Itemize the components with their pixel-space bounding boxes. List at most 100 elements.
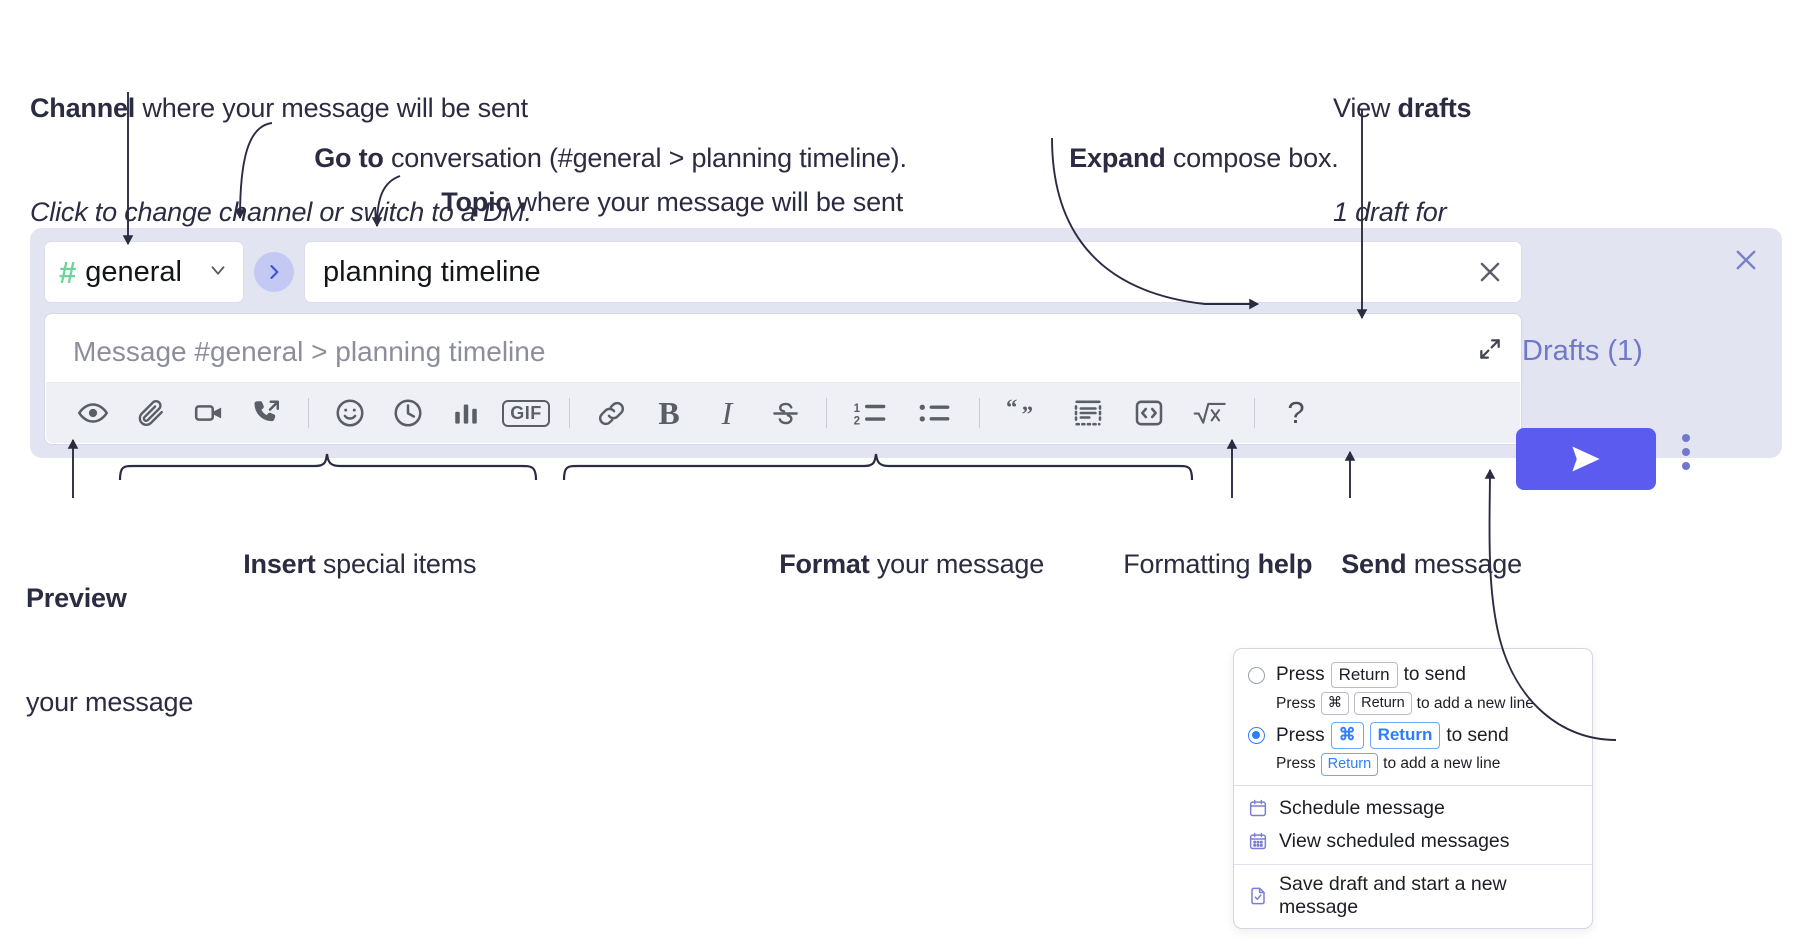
bulleted-list-icon[interactable] bbox=[903, 390, 967, 436]
bold-label: B bbox=[658, 394, 680, 431]
annotation-preview-bold: Preview bbox=[26, 583, 127, 614]
annotation-help-bold: help bbox=[1257, 548, 1313, 579]
menu-item-view-scheduled-messages[interactable]: View scheduled messages bbox=[1234, 825, 1592, 858]
channel-hash-icon: # bbox=[59, 254, 77, 290]
toolbar-divider-2 bbox=[569, 398, 570, 428]
svg-text:1: 1 bbox=[854, 403, 861, 415]
link-icon[interactable] bbox=[582, 390, 640, 436]
annotation-insert-bold: Insert bbox=[243, 548, 316, 579]
toolbar-divider-3 bbox=[826, 398, 827, 428]
svg-text:“: “ bbox=[1006, 398, 1017, 420]
close-icon[interactable] bbox=[1732, 246, 1760, 279]
opt2sub-key-return: Return bbox=[1320, 752, 1379, 776]
help-label: ? bbox=[1287, 395, 1305, 430]
chevron-down-icon bbox=[207, 259, 229, 286]
math-sqrt-icon[interactable] bbox=[1178, 390, 1242, 436]
poll-bar-chart-icon[interactable] bbox=[437, 390, 495, 436]
menu-divider-1 bbox=[1234, 784, 1592, 786]
annotation-format-rest: your message bbox=[869, 548, 1045, 579]
menu-option-cmd-return-sub: Press Return to add a new line bbox=[1234, 752, 1592, 776]
menu-item-label: Save draft and start a new message bbox=[1279, 872, 1507, 918]
annotation-goto-bold: Go to bbox=[314, 142, 384, 173]
formatting-toolbar: GIF B I bbox=[46, 382, 1520, 443]
radio-return-to-send[interactable] bbox=[1248, 666, 1265, 684]
annotation-channel: Channel where your message will be sent … bbox=[30, 22, 532, 298]
video-camera-icon[interactable] bbox=[180, 390, 238, 436]
menu-option-return-to-send[interactable]: Press Return to send bbox=[1234, 659, 1592, 691]
radio-cmd-return-to-send[interactable] bbox=[1248, 727, 1265, 744]
emoji-smiley-icon[interactable] bbox=[321, 390, 379, 436]
code-block-icon[interactable] bbox=[1056, 390, 1120, 436]
opt1-tail: to send bbox=[1403, 664, 1466, 686]
opt2sub-press: Press bbox=[1276, 755, 1316, 773]
annotation-format-bold: Format bbox=[779, 548, 870, 579]
calendar-grid-icon bbox=[1248, 831, 1268, 851]
annotation-drafts-italic1: 1 draft for bbox=[1333, 196, 1447, 227]
annotation-send-rest: message bbox=[1406, 548, 1522, 579]
gif-icon[interactable]: GIF bbox=[495, 390, 557, 436]
message-placeholder: Message #general > planning timeline bbox=[73, 336, 546, 367]
opt1sub-press: Press bbox=[1276, 694, 1316, 712]
menu-item-label: View scheduled messages bbox=[1279, 829, 1510, 852]
annotation-expand: Expand compose box. bbox=[1040, 106, 1339, 210]
opt1sub-tail: to add a new line bbox=[1416, 694, 1534, 712]
strikethrough-icon[interactable] bbox=[756, 390, 814, 436]
file-check-icon bbox=[1248, 886, 1268, 906]
topic-input[interactable]: planning timeline bbox=[304, 241, 1522, 303]
opt2sub-tail: to add a new line bbox=[1383, 755, 1501, 773]
annotation-topic-rest: where your message will be sent bbox=[510, 186, 904, 217]
italic-icon[interactable]: I bbox=[698, 390, 756, 436]
attachment-paperclip-icon[interactable] bbox=[122, 390, 180, 436]
clear-topic-icon[interactable] bbox=[1475, 257, 1505, 287]
annotation-help: Formatting help bbox=[1094, 512, 1312, 616]
opt1sub-key-cmd: ⌘ bbox=[1320, 692, 1350, 716]
audio-call-icon[interactable] bbox=[238, 390, 296, 436]
compose-header-row: # general planning timeline bbox=[44, 241, 1522, 303]
opt2-tail: to send bbox=[1446, 724, 1509, 746]
annotation-expand-bold: Expand bbox=[1069, 142, 1166, 173]
message-input-box[interactable]: Message #general > planning timeline bbox=[44, 313, 1522, 445]
menu-item-label: Schedule message bbox=[1279, 796, 1445, 819]
blockquote-icon[interactable]: “” bbox=[992, 390, 1056, 436]
svg-text:”: ” bbox=[1022, 402, 1033, 427]
inline-code-icon[interactable] bbox=[1120, 390, 1178, 436]
annotation-channel-bold: Channel bbox=[30, 93, 136, 124]
kebab-dot-3 bbox=[1682, 462, 1690, 470]
drafts-link[interactable]: Drafts (1) bbox=[1522, 335, 1643, 367]
calendar-icon bbox=[1248, 798, 1268, 818]
annotation-insert-rest: special items bbox=[315, 548, 477, 579]
goto-conversation-button[interactable] bbox=[254, 252, 294, 292]
compose-options-button[interactable] bbox=[1682, 434, 1690, 470]
opt1-key-return: Return bbox=[1330, 662, 1398, 689]
menu-option-return-sub: Press ⌘ Return to add a new line bbox=[1234, 692, 1592, 716]
opt1sub-key-return: Return bbox=[1354, 692, 1412, 716]
clock-icon[interactable] bbox=[379, 390, 437, 436]
send-button[interactable] bbox=[1516, 428, 1656, 490]
gif-label: GIF bbox=[502, 399, 550, 427]
toolbar-divider bbox=[308, 398, 309, 428]
kebab-dot-2 bbox=[1682, 448, 1690, 456]
opt2-press: Press bbox=[1276, 724, 1325, 746]
annotation-drafts-prefix: View bbox=[1333, 93, 1398, 124]
bold-icon[interactable]: B bbox=[640, 390, 698, 436]
annotation-drafts-bold: drafts bbox=[1397, 93, 1472, 124]
annotation-format: Format your message bbox=[750, 512, 1044, 616]
toolbar-divider-4 bbox=[979, 398, 980, 428]
compose-panel: # general planning timeline M bbox=[30, 228, 1782, 458]
svg-text:2: 2 bbox=[854, 415, 860, 427]
formatting-help-icon[interactable]: ? bbox=[1267, 390, 1325, 436]
menu-divider-2 bbox=[1234, 863, 1592, 865]
annotation-channel-rest: where your message will be sent bbox=[135, 93, 528, 124]
menu-item-schedule-message[interactable]: Schedule message bbox=[1234, 792, 1592, 825]
menu-item-save-draft[interactable]: Save draft and start a new message bbox=[1234, 868, 1592, 928]
annotation-send-bold: Send bbox=[1341, 548, 1407, 579]
channel-selector-button[interactable]: # general bbox=[44, 241, 244, 303]
menu-option-cmd-return-to-send[interactable]: Press ⌘ Return to send bbox=[1234, 719, 1592, 751]
opt2-key-cmd: ⌘ bbox=[1330, 722, 1364, 749]
expand-compose-icon[interactable] bbox=[1477, 336, 1503, 367]
preview-eye-icon[interactable] bbox=[64, 390, 122, 436]
compose-options-menu: Press Return to send Press ⌘ Return to a… bbox=[1233, 648, 1593, 929]
toolbar-divider-5 bbox=[1254, 398, 1255, 428]
